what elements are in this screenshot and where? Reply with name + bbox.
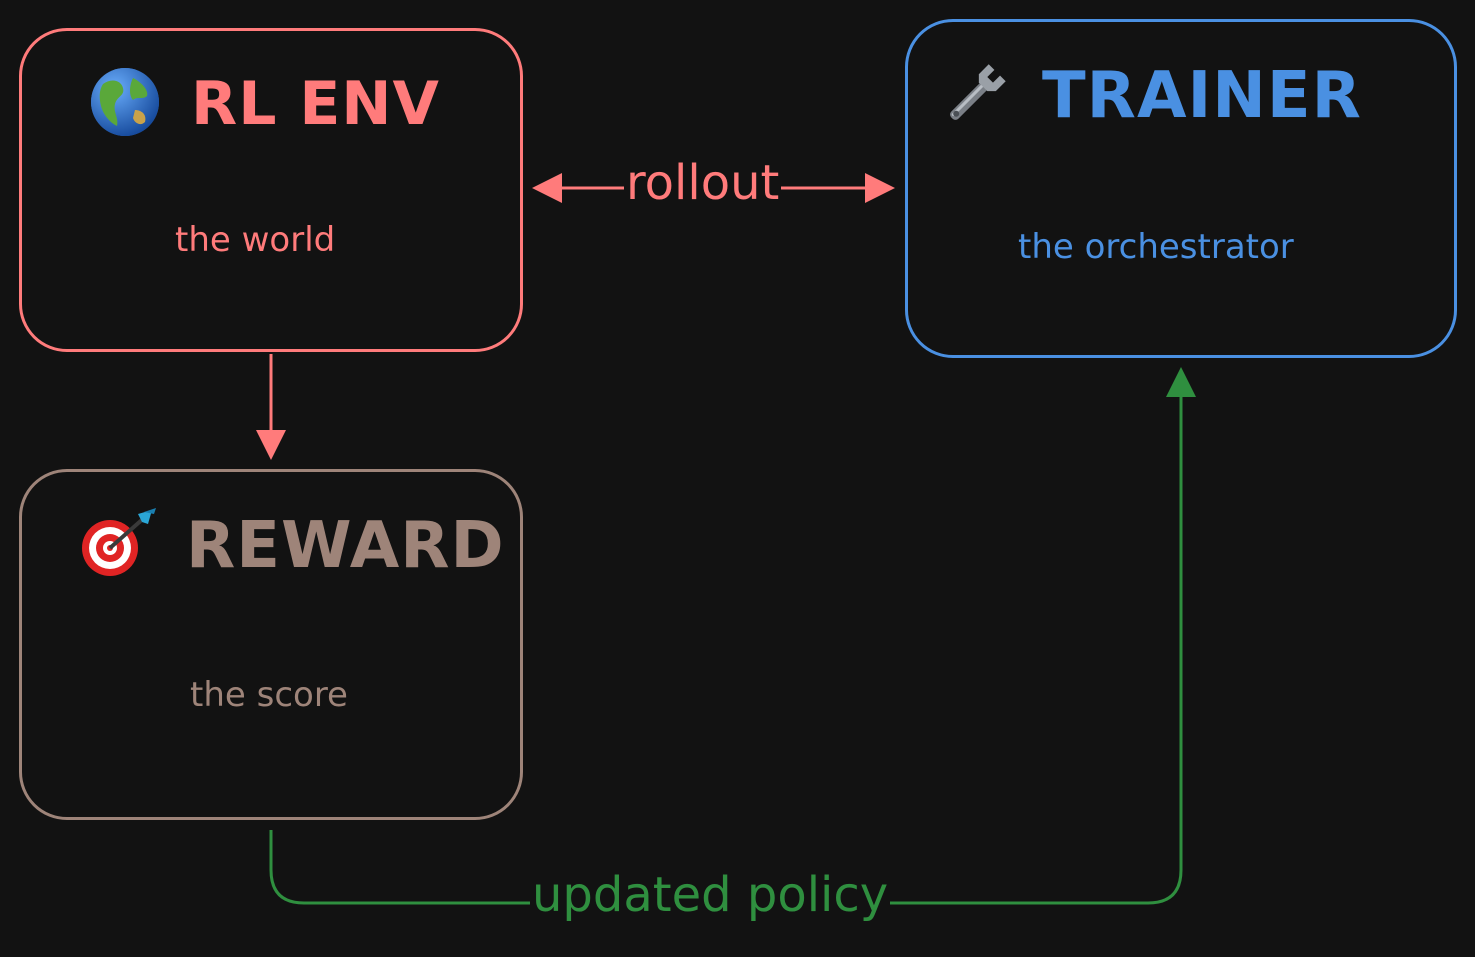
rl-env-node	[19, 28, 523, 352]
reward-title: REWARD	[186, 509, 505, 583]
wrench-icon	[940, 58, 1012, 134]
updated-policy-label: updated policy	[530, 867, 891, 923]
rl-env-title-row: RL ENV	[89, 66, 440, 142]
trainer-subtitle: the orchestrator	[1018, 227, 1294, 267]
updated-policy-arrowhead	[1166, 367, 1196, 397]
rl-env-title: RL ENV	[191, 69, 440, 139]
trainer-title-row: TRAINER	[940, 58, 1362, 134]
env-to-reward-arrowhead	[256, 430, 286, 460]
reward-title-row: REWARD	[80, 508, 505, 584]
trainer-node	[905, 19, 1457, 358]
reward-subtitle: the score	[190, 675, 348, 715]
rollout-arrowhead-right	[865, 173, 895, 203]
globe-icon	[89, 66, 161, 142]
env-to-reward-arrow	[256, 354, 286, 460]
target-icon	[80, 508, 158, 584]
rl-env-subtitle: the world	[175, 220, 336, 260]
rollout-label: rollout	[624, 155, 782, 211]
trainer-title: TRAINER	[1042, 59, 1362, 133]
reward-node	[19, 469, 523, 820]
rollout-arrowhead-left	[532, 173, 562, 203]
